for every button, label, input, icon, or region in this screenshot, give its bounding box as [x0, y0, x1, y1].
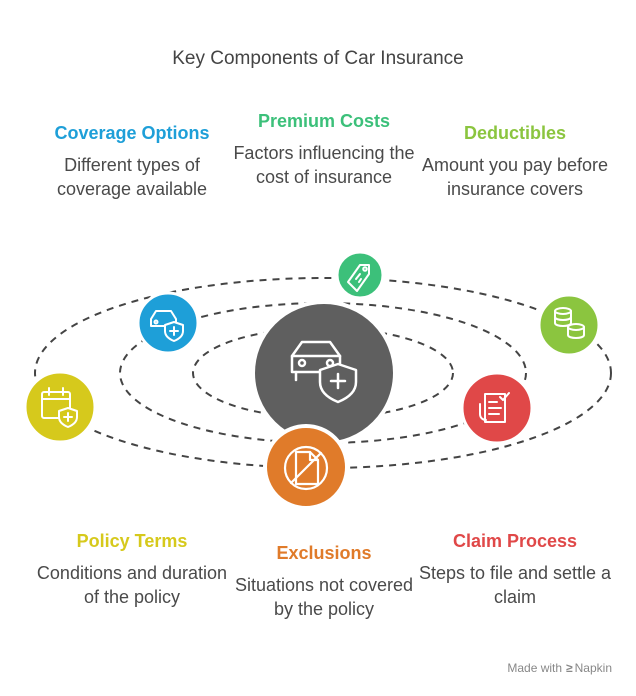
- coins-stack-icon: [554, 307, 585, 340]
- napkin-logo-icon: ≥: [566, 661, 573, 675]
- coverage-options-block: Coverage Options Different types of cove…: [32, 121, 232, 201]
- claim-form-icon: [479, 392, 510, 423]
- premium-costs-heading: Premium Costs: [257, 111, 391, 131]
- exclusions-node: [263, 424, 349, 510]
- car-shield-icon: [150, 310, 184, 342]
- deductibles-heading: Deductibles: [463, 123, 567, 143]
- coverage-options-description: Different types of coverage available: [56, 155, 208, 199]
- deductibles-block: Deductibles Amount you pay before insura…: [415, 121, 615, 201]
- exclusions-block: Exclusions Situations not covered by the…: [224, 541, 424, 621]
- claim-process-node: [460, 371, 534, 445]
- policy-terms-description: Conditions and duration of the policy: [36, 563, 228, 607]
- coverage-options-heading: Coverage Options: [54, 123, 210, 143]
- policy-terms-block: Policy Terms Conditions and duration of …: [32, 529, 232, 609]
- coverage-options-node: [136, 291, 200, 355]
- diagram-title: Key Components of Car Insurance: [172, 48, 464, 69]
- no-document-icon: [283, 445, 329, 491]
- car-shield-icon: [290, 340, 358, 404]
- calendar-shield-icon: [41, 387, 78, 428]
- claim-process-description: Steps to file and settle a claim: [418, 563, 612, 607]
- made-with-label: Made with: [507, 661, 563, 675]
- exclusions-description: Situations not covered by the policy: [234, 575, 414, 619]
- claim-process-block: Claim Process Steps to file and settle a…: [415, 529, 615, 609]
- deductibles-description: Amount you pay before insurance covers: [421, 155, 609, 199]
- exclusions-heading: Exclusions: [276, 543, 372, 563]
- price-tag-icon: [347, 264, 370, 292]
- napkin-brand-label: Napkin: [574, 661, 612, 675]
- center-node: [251, 300, 397, 446]
- claim-process-heading: Claim Process: [452, 531, 578, 551]
- premium-costs-block: Premium Costs Factors influencing the co…: [224, 109, 424, 189]
- policy-terms-heading: Policy Terms: [76, 531, 188, 551]
- deductibles-node: [537, 293, 601, 357]
- outer-orbit: [34, 277, 612, 469]
- premium-costs-node: [335, 250, 385, 300]
- made-with-napkin-footer[interactable]: Made with≥Napkin: [507, 661, 612, 675]
- policy-terms-node: [23, 370, 97, 444]
- premium-costs-description: Factors influencing the cost of insuranc…: [233, 143, 415, 187]
